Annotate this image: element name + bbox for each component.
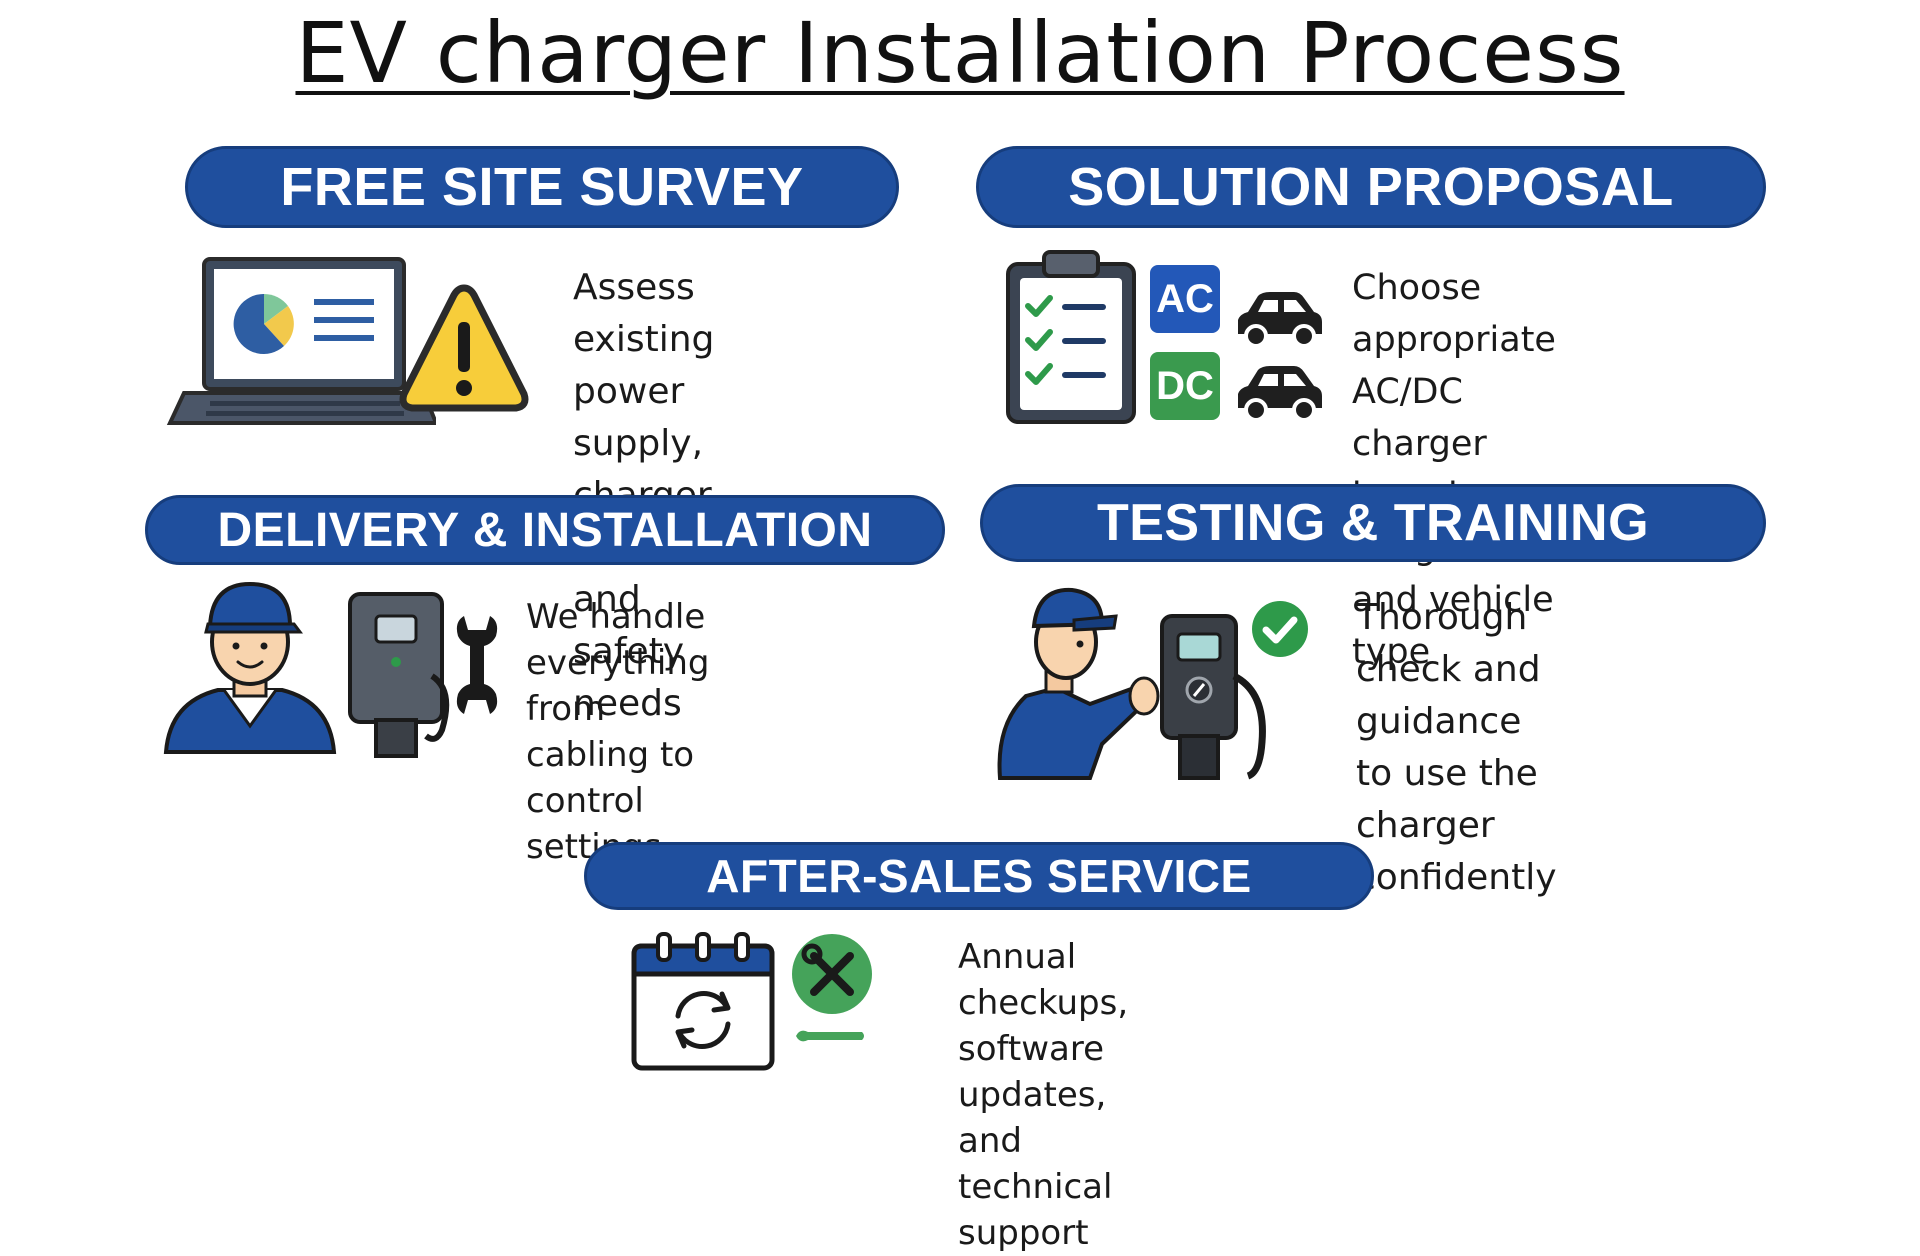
wrench-icon [456, 616, 498, 714]
technician-icon [163, 581, 337, 754]
technician-testing-icon [997, 587, 1160, 780]
section-description: Thorough check and guidance to use the c… [1356, 597, 1557, 898]
dc-badge-label: DC [1156, 363, 1214, 408]
section-heading: SOLUTION PROPOSAL [976, 146, 1766, 228]
ev-charger-icon [1160, 614, 1266, 780]
laptop-pie-chart-icon [166, 257, 436, 425]
ac-badge-label: AC [1156, 276, 1214, 321]
ac-badge-icon: AC [1150, 265, 1220, 333]
page-title: EV charger Installation Process [295, 4, 1625, 102]
dc-badge-icon: DC [1150, 352, 1220, 420]
section-heading: FREE SITE SURVEY [185, 146, 899, 228]
section-heading: AFTER-SALES SERVICE [584, 842, 1374, 910]
section-description: We handle everything from cabling to con… [526, 597, 710, 867]
tools-circle-icon [792, 934, 872, 1042]
car-icon [1238, 292, 1322, 348]
car-icon [1238, 366, 1322, 422]
section-description: Annual checkups, software updates, and t… [958, 937, 1129, 1253]
check-circle-icon [1252, 601, 1308, 657]
section-heading: DELIVERY & INSTALLATION [145, 495, 945, 565]
warning-icon [399, 284, 529, 412]
checklist-clipboard-icon [1006, 250, 1136, 424]
ev-charger-icon [348, 592, 450, 758]
section-heading: TESTING & TRAINING [980, 484, 1766, 562]
calendar-refresh-icon [631, 932, 775, 1071]
